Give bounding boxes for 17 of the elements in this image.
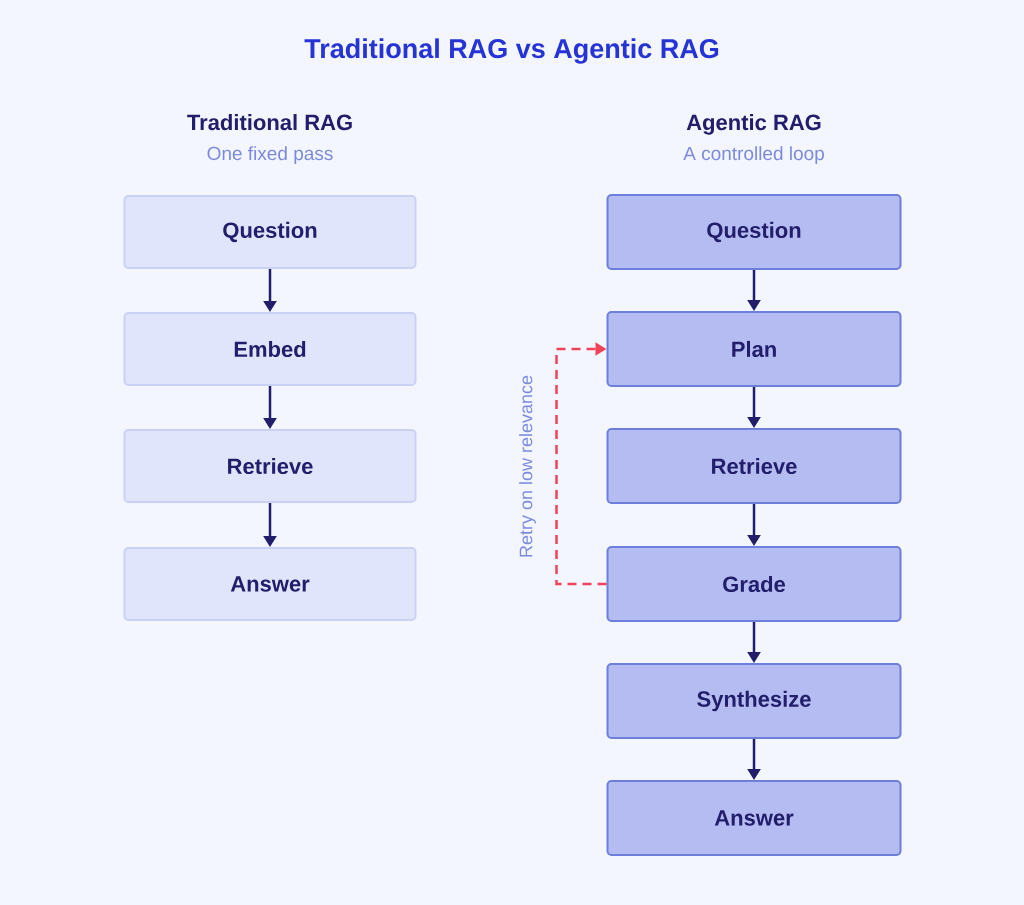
process-box: Retrieve [606, 428, 902, 504]
process-box: Question [123, 195, 417, 269]
process-box: Question [606, 194, 902, 270]
process-box: Retrieve [123, 429, 417, 503]
column-subtitle: A controlled loop [683, 146, 824, 164]
process-box: Answer [606, 780, 902, 856]
process-box: Grade [606, 546, 902, 622]
column-subtitle: One fixed pass [207, 146, 333, 164]
edge-label: Retry on low relevance [517, 372, 538, 561]
process-box: Embed [123, 312, 417, 386]
column-heading: Traditional RAG [187, 114, 352, 131]
process-box: Plan [606, 311, 902, 387]
column-heading: Agentic RAG [686, 114, 821, 135]
process-box: Answer [123, 547, 417, 621]
process-box: Synthesize [606, 663, 902, 739]
title: Traditional RAG vs Agentic RAG [304, 38, 719, 64]
dashed-arrow [555, 342, 607, 586]
